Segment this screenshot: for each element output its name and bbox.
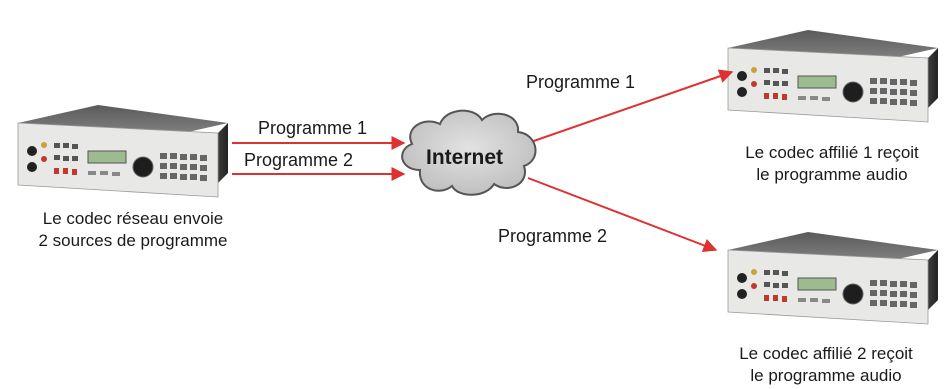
source-caption-line1: Le codec réseau envoie [42,209,224,228]
arrow-internet-to-affiliate2 [527,177,718,253]
affiliate2-caption-line2: le programme audio [750,366,902,385]
affiliate2-caption-line1: Le codec affilié 2 reçoit [739,344,913,363]
affiliate1-codec-device [727,29,939,123]
source-codec-caption: Le codec réseau envoie 2 sources de prog… [8,208,258,252]
affiliate1-caption-line2: le programme audio [756,165,908,184]
source-codec-device [17,104,229,198]
affiliate1-caption-line1: Le codec affilié 1 reçoit [745,143,919,162]
arrow-label-right-bottom: Programme 2 [498,226,608,246]
affiliate2-codec-device [727,231,939,325]
arrow-internet-to-affiliate1 [527,69,734,144]
arrow-label-left-bottom: Programme 2 [244,150,354,170]
internet-cloud-icon [401,109,537,196]
arrow-label-left-top: Programme 1 [258,118,368,138]
affiliate1-codec-caption: Le codec affilié 1 reçoit le programme a… [716,142,948,186]
source-caption-line2: 2 sources de programme [38,231,228,250]
affiliate2-codec-caption: Le codec affilié 2 reçoit le programme a… [708,343,944,387]
internet-label: Internet [426,146,504,169]
arrow-label-right-top: Programme 1 [526,72,636,92]
